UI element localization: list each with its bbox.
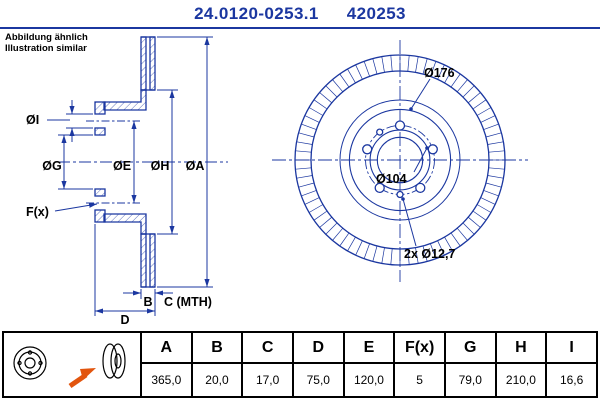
section-dimensions [47, 36, 213, 316]
value-g: 79,0 [443, 362, 497, 398]
note-de: Abbildung ähnlich [5, 32, 88, 43]
disc-front-icon [13, 346, 47, 380]
label-dia-h: ØH [151, 159, 170, 173]
value-e: 120,0 [342, 362, 396, 398]
col-header-f: F(x) [393, 330, 446, 365]
col-header-d: D [291, 330, 345, 365]
label-dia-g: ØG [42, 159, 61, 173]
catalog-number: 420253 [346, 3, 406, 23]
label-c-mth: C (MTH) [164, 295, 212, 309]
label-dia-i: ØI [26, 113, 39, 127]
vane-tick-band [295, 55, 505, 265]
front-view [272, 40, 528, 282]
value-h: 210,0 [494, 362, 548, 398]
label-dia-176: Ø176 [424, 66, 455, 80]
value-f: 5 [393, 362, 446, 398]
label-f-x: F(x) [26, 205, 49, 219]
section-labels: ØI ØG ØE ØH ØA F(x) B C (MTH) D [26, 113, 212, 327]
disc-icon-cell [2, 331, 142, 398]
section-view [58, 36, 228, 288]
col-header-h: H [494, 330, 548, 365]
disc-icons [13, 343, 126, 389]
value-c: 17,0 [241, 362, 294, 398]
value-i: 16,6 [545, 362, 598, 398]
title-bar: 24.0120-0253.1 420253 [0, 0, 600, 29]
value-d: 75,0 [291, 362, 345, 398]
label-dia-a: ØA [186, 159, 205, 173]
spec-table: A B C D E F(x) G H I 365,0 20,0 17,0 75,… [2, 330, 598, 398]
label-b: B [143, 295, 152, 309]
front-labels: Ø176 Ø104 2x Ø12,7 [376, 66, 455, 261]
col-header-e: E [342, 330, 396, 365]
note-en: Illustration similar [5, 43, 87, 55]
col-header-a: A [140, 330, 193, 365]
technical-drawing: ØI ØG ØE ØH ØA F(x) B C (MTH) D [26, 36, 528, 327]
col-header-g: G [443, 330, 497, 365]
label-dia-e: ØE [113, 159, 131, 173]
part-number: 24.0120-0253.1 [194, 3, 319, 23]
label-holes-12-7: 2x Ø12,7 [404, 247, 455, 261]
value-b: 20,0 [190, 362, 244, 398]
label-d: D [120, 313, 129, 327]
value-a: 365,0 [140, 362, 193, 398]
illustration-note: Abbildung ähnlich Illustration similar [5, 32, 88, 55]
disc-side-icon [102, 343, 126, 379]
col-header-b: B [190, 330, 244, 365]
label-dia-104: Ø104 [376, 172, 407, 186]
col-header-i: I [545, 330, 598, 365]
direction-arrow-icon [68, 368, 96, 389]
table-row: 365,0 20,0 17,0 75,0 120,0 5 79,0 210,0 … [3, 362, 598, 398]
col-header-c: C [241, 330, 294, 365]
